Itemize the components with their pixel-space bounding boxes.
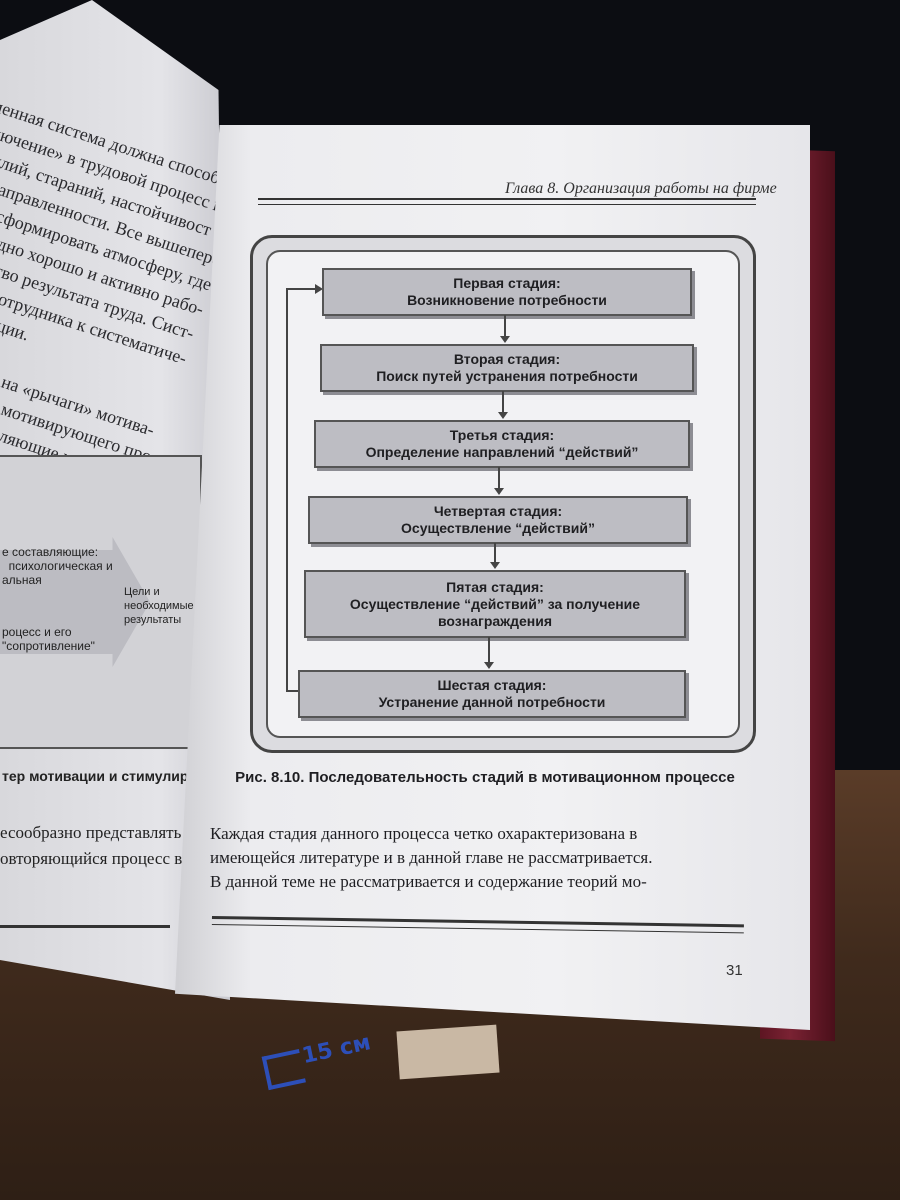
connector-arrow bbox=[500, 315, 510, 343]
left-page: менная система должна способство- ключен… bbox=[0, 0, 230, 1000]
stage-box-1: Первая стадия: Возникновение потребности bbox=[322, 268, 692, 316]
figure-caption: Рис. 8.10. Последовательность стадий в м… bbox=[235, 769, 735, 786]
results-label: Цели и необходимые результаты bbox=[124, 586, 194, 626]
process-label: роцесс и его "сопротивление" bbox=[2, 625, 95, 653]
connector-arrow bbox=[494, 467, 504, 495]
left-figure-caption: тер мотивации и стимулирование bbox=[2, 768, 230, 784]
right-body-text: Каждая стадия данного процесса четко оха… bbox=[210, 822, 750, 894]
stage-title: Шестая стадия: bbox=[437, 677, 547, 693]
connector-arrow bbox=[498, 391, 508, 419]
left-footer-rule bbox=[0, 925, 170, 928]
stage-title: Вторая стадия: bbox=[453, 351, 561, 367]
header-rule bbox=[258, 198, 756, 205]
feedback-arrow-head bbox=[315, 284, 323, 294]
stage-desc: Возникновение потребности bbox=[407, 292, 607, 308]
stage-title: Третья стадия: bbox=[449, 427, 555, 443]
body-line: Каждая стадия данного процесса четко оха… bbox=[210, 824, 638, 843]
stage-box-5: Пятая стадия: Осуществление “действий” з… bbox=[304, 570, 686, 638]
stage-desc: Устранение данной потребности bbox=[378, 694, 606, 710]
stage-title: Четвертая стадия: bbox=[433, 503, 563, 519]
body-line: имеющейся литературе и в данной главе не… bbox=[210, 848, 653, 867]
body-line: В данной теме не рассматривается и содер… bbox=[210, 872, 647, 891]
big-arrow-shape bbox=[0, 537, 150, 667]
stage-box-2: Вторая стадия: Поиск путей устранения по… bbox=[320, 344, 694, 392]
chapter-header: Глава 8. Организация работы на фирме bbox=[505, 180, 777, 197]
left-diagram: е составляющие: психологическая и альная… bbox=[0, 455, 202, 749]
left-body-text: есообразно представлять как не- овторяющ… bbox=[0, 820, 230, 872]
stage-box-4: Четвертая стадия: Осуществление “действи… bbox=[308, 496, 688, 544]
connector-arrow bbox=[490, 543, 500, 569]
stage-title: Первая стадия: bbox=[453, 275, 561, 291]
stage-desc: Определение направлений “действий” bbox=[365, 444, 639, 460]
stage-desc: Поиск путей устранения потребности bbox=[376, 368, 638, 384]
stage-desc: Осуществление “действий” за получение во… bbox=[349, 595, 641, 629]
stage-box-6: Шестая стадия: Устранение данной потребн… bbox=[298, 670, 686, 718]
connector-arrow bbox=[484, 637, 494, 669]
ruler-label: 15 см bbox=[299, 1030, 373, 1070]
components-label: е составляющие: психологическая и альная bbox=[2, 545, 113, 587]
page-number: 31 bbox=[726, 962, 743, 979]
stage-box-3: Третья стадия: Определение направлений “… bbox=[314, 420, 690, 468]
ruler-bracket-icon bbox=[261, 1048, 306, 1091]
stage-title: Пятая стадия: bbox=[446, 578, 544, 595]
left-body-line: овторяющийся процесс в виде bbox=[0, 849, 220, 868]
stage-desc: Осуществление “действий” bbox=[401, 520, 595, 536]
left-body-line: есообразно представлять как не- bbox=[0, 823, 230, 842]
